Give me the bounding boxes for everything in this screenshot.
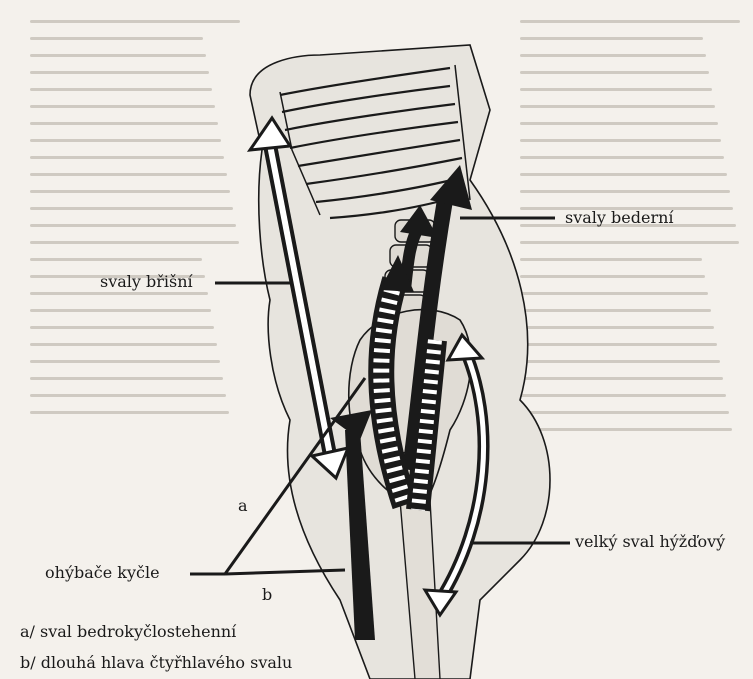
legend-item-a: a/ sval bedrokyčlostehenní <box>20 622 236 641</box>
marker-b: b <box>262 585 272 604</box>
label-lumbar-muscles: svaly bederní <box>565 208 674 227</box>
label-gluteus-maximus: velký sval hýžďový <box>575 532 725 551</box>
marker-a: a <box>238 496 248 515</box>
legend-item-b: b/ dlouhá hlava čtyřhlavého svalu <box>20 653 292 672</box>
label-hip-flexors: ohýbače kyčle <box>45 563 160 582</box>
label-abdominal-muscles: svaly břišní <box>100 272 193 291</box>
